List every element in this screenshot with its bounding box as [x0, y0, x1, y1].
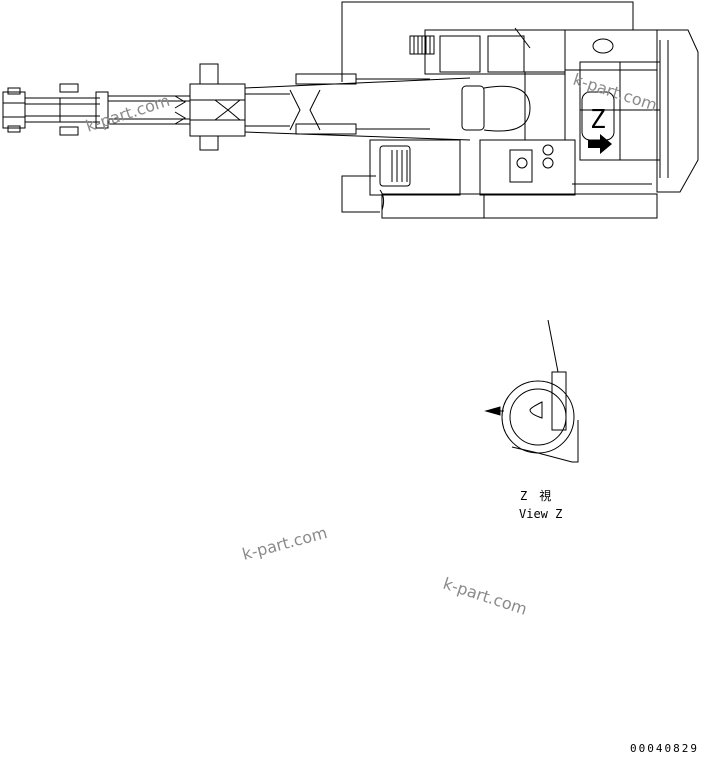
counterweight	[564, 29, 699, 193]
view-label-en: View Z	[519, 507, 562, 521]
view-label-jp: Z 視	[520, 488, 551, 503]
watermark: k-part.com	[240, 523, 329, 564]
watermark: k-part.com	[441, 574, 530, 619]
view-marker-letter: Z	[590, 105, 606, 135]
view-direction-arrow-icon	[588, 134, 612, 154]
view-z-detail	[484, 319, 579, 463]
direction-arrow	[484, 406, 501, 416]
view-z-marker: Z	[581, 91, 615, 154]
drawing-number: 00040829	[630, 742, 699, 755]
upper-structure	[369, 27, 658, 219]
callout-frame	[341, 1, 634, 213]
watermark: k-part.com	[571, 70, 660, 115]
leader-line	[547, 319, 559, 373]
label-plate	[551, 371, 567, 431]
boom-arm-assembly	[2, 63, 531, 151]
machine-top-view	[2, 1, 699, 219]
